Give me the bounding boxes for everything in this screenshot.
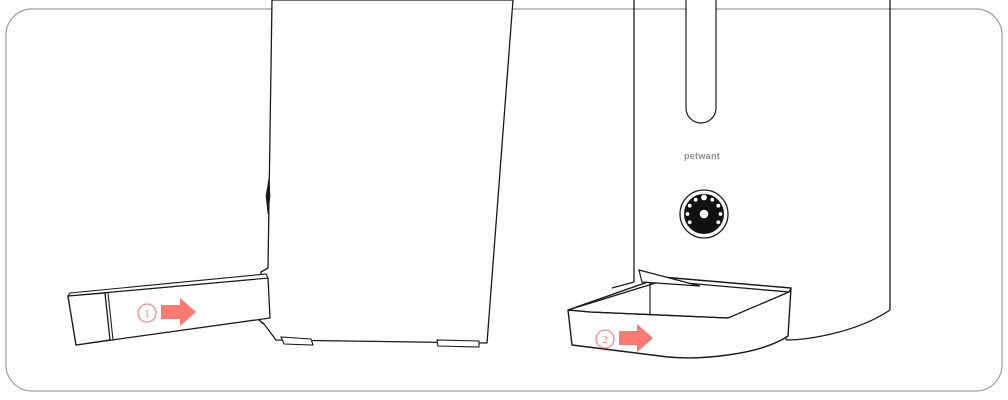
brand-label: petwant — [684, 151, 720, 161]
right-device: petwant — [611, 0, 891, 341]
left-tray-top-face — [66, 273, 269, 297]
right-device-front-base — [611, 281, 635, 289]
right-tray-back-lip — [638, 269, 701, 287]
right-tray-inner-front-wall — [589, 311, 729, 319]
left-slide-out-tray[interactable] — [66, 273, 271, 346]
control-knob[interactable] — [679, 189, 729, 239]
knob-bezel-dots — [685, 194, 723, 225]
callout-1-label: 1 — [144, 308, 150, 320]
left-panel-foot-near — [280, 336, 314, 346]
left-panel-front-seam — [258, 319, 264, 325]
callout-2-circle — [595, 329, 615, 349]
left-device — [258, 0, 514, 348]
right-tray-inner-left-corner — [567, 309, 591, 313]
right-device-base-curve — [785, 309, 891, 341]
callout-1-circle — [137, 303, 157, 323]
left-panel-edge-groove — [265, 177, 271, 215]
knob-center-dot — [699, 209, 709, 219]
left-panel-body — [258, 0, 514, 344]
callout-2-arrow-icon — [619, 324, 653, 352]
callout-2: 2 — [595, 324, 653, 352]
right-tray-right-rim — [788, 287, 792, 293]
callout-2-label: 2 — [602, 334, 608, 346]
callout-1: 1 — [137, 298, 196, 326]
left-tray-handle[interactable] — [67, 292, 111, 346]
callout-1-arrow-icon — [161, 298, 196, 326]
left-panel-foot-far — [436, 339, 480, 348]
vertical-slot — [685, 0, 717, 124]
left-tray-handle-seam — [107, 292, 114, 341]
